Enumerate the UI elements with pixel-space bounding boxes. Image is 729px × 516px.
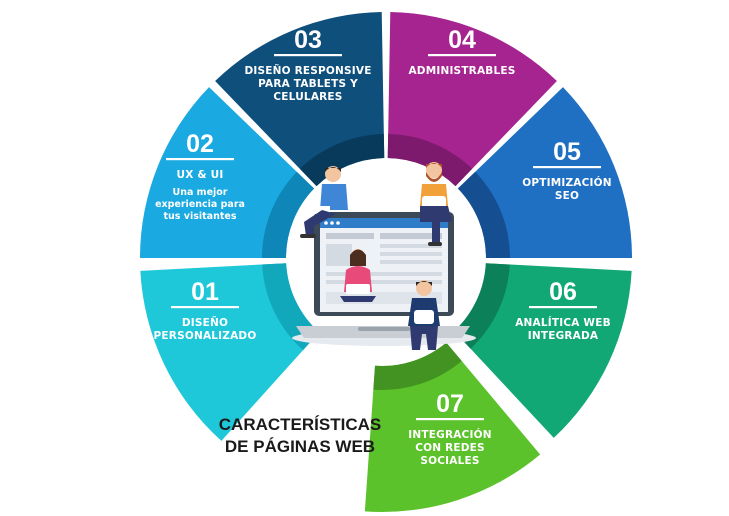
segment-title-line: OPTIMIZACIÓN bbox=[522, 176, 612, 189]
segment-number: 06 bbox=[549, 278, 577, 306]
segment-title-line: SOCIALES bbox=[420, 455, 479, 467]
segment-number-underline bbox=[166, 158, 234, 161]
segment-number: 04 bbox=[448, 26, 476, 54]
segment-title-line: UX & UI bbox=[177, 169, 224, 181]
screen-block bbox=[326, 244, 352, 266]
screen-line bbox=[326, 272, 442, 276]
segment-subtitle-line: tus visitantes bbox=[164, 211, 237, 222]
segment-number-underline bbox=[428, 54, 496, 57]
segment-07 bbox=[364, 342, 541, 512]
browser-dot-icon bbox=[324, 221, 328, 225]
segment-number-underline bbox=[533, 166, 601, 169]
segment-title-line: CON REDES bbox=[415, 442, 485, 454]
segment-number: 07 bbox=[436, 390, 464, 418]
segment-title-line: PARA TABLETS Y bbox=[258, 78, 358, 90]
segment-number-underline bbox=[274, 54, 342, 57]
segment-05-inner-band bbox=[457, 171, 510, 258]
browser-bar bbox=[320, 218, 448, 228]
segment-title-line: INTEGRADA bbox=[528, 330, 599, 342]
browser-dot-icon bbox=[336, 221, 340, 225]
segment-title-line: DISEÑO RESPONSIVE bbox=[244, 64, 371, 77]
segment-subtitle-line: experiencia para bbox=[155, 199, 245, 210]
segment-title-line: SEO bbox=[555, 190, 579, 202]
segment-07-inner-band bbox=[373, 342, 462, 390]
title-line-2: DE PÁGINAS WEB bbox=[225, 437, 375, 456]
segment-number: 05 bbox=[553, 138, 581, 166]
screen-line bbox=[326, 280, 442, 284]
segment-title-line: ADMINISTRABLES bbox=[408, 65, 515, 77]
segment-05 bbox=[457, 87, 632, 258]
screen-line bbox=[380, 244, 442, 248]
segment-number: 03 bbox=[294, 26, 322, 54]
diagram-title: CARACTERÍSTICAS DE PÁGINAS WEB bbox=[219, 415, 381, 456]
segment-02 bbox=[140, 87, 315, 258]
segment-title-line: CELULARES bbox=[273, 91, 342, 103]
screen-block bbox=[326, 233, 374, 239]
browser-dot-icon bbox=[330, 221, 334, 225]
screen-line bbox=[380, 260, 442, 264]
title-line-1: CARACTERÍSTICAS bbox=[219, 415, 381, 434]
screen-line bbox=[380, 252, 442, 256]
segment-title-line: ANALÍTICA WEB bbox=[515, 316, 611, 329]
segment-title-line: PERSONALIZADO bbox=[154, 330, 257, 342]
man-right-figure-icon bbox=[420, 162, 452, 246]
man-front-figure-icon bbox=[408, 280, 440, 350]
segment-03-inner-band bbox=[299, 134, 385, 187]
segment-title-line: INTEGRACIÓN bbox=[408, 428, 491, 441]
woman-figure-icon bbox=[340, 249, 376, 302]
laptop-trackpad-icon bbox=[358, 327, 410, 331]
laptop-people-illustration bbox=[292, 162, 476, 350]
segment-number-underline bbox=[171, 306, 239, 309]
segment-number-underline bbox=[529, 306, 597, 309]
segment-subtitle-line: Una mejor bbox=[172, 187, 227, 198]
segment-04-inner-band bbox=[387, 134, 473, 187]
segment-number: 02 bbox=[186, 130, 214, 158]
man-left-figure-icon bbox=[300, 166, 348, 238]
segment-title-line: DISEÑO bbox=[182, 316, 228, 329]
segment-number-underline bbox=[416, 418, 484, 421]
segment-02-inner-band bbox=[262, 171, 315, 258]
screen-block bbox=[380, 233, 442, 239]
segment-number: 01 bbox=[191, 278, 219, 306]
